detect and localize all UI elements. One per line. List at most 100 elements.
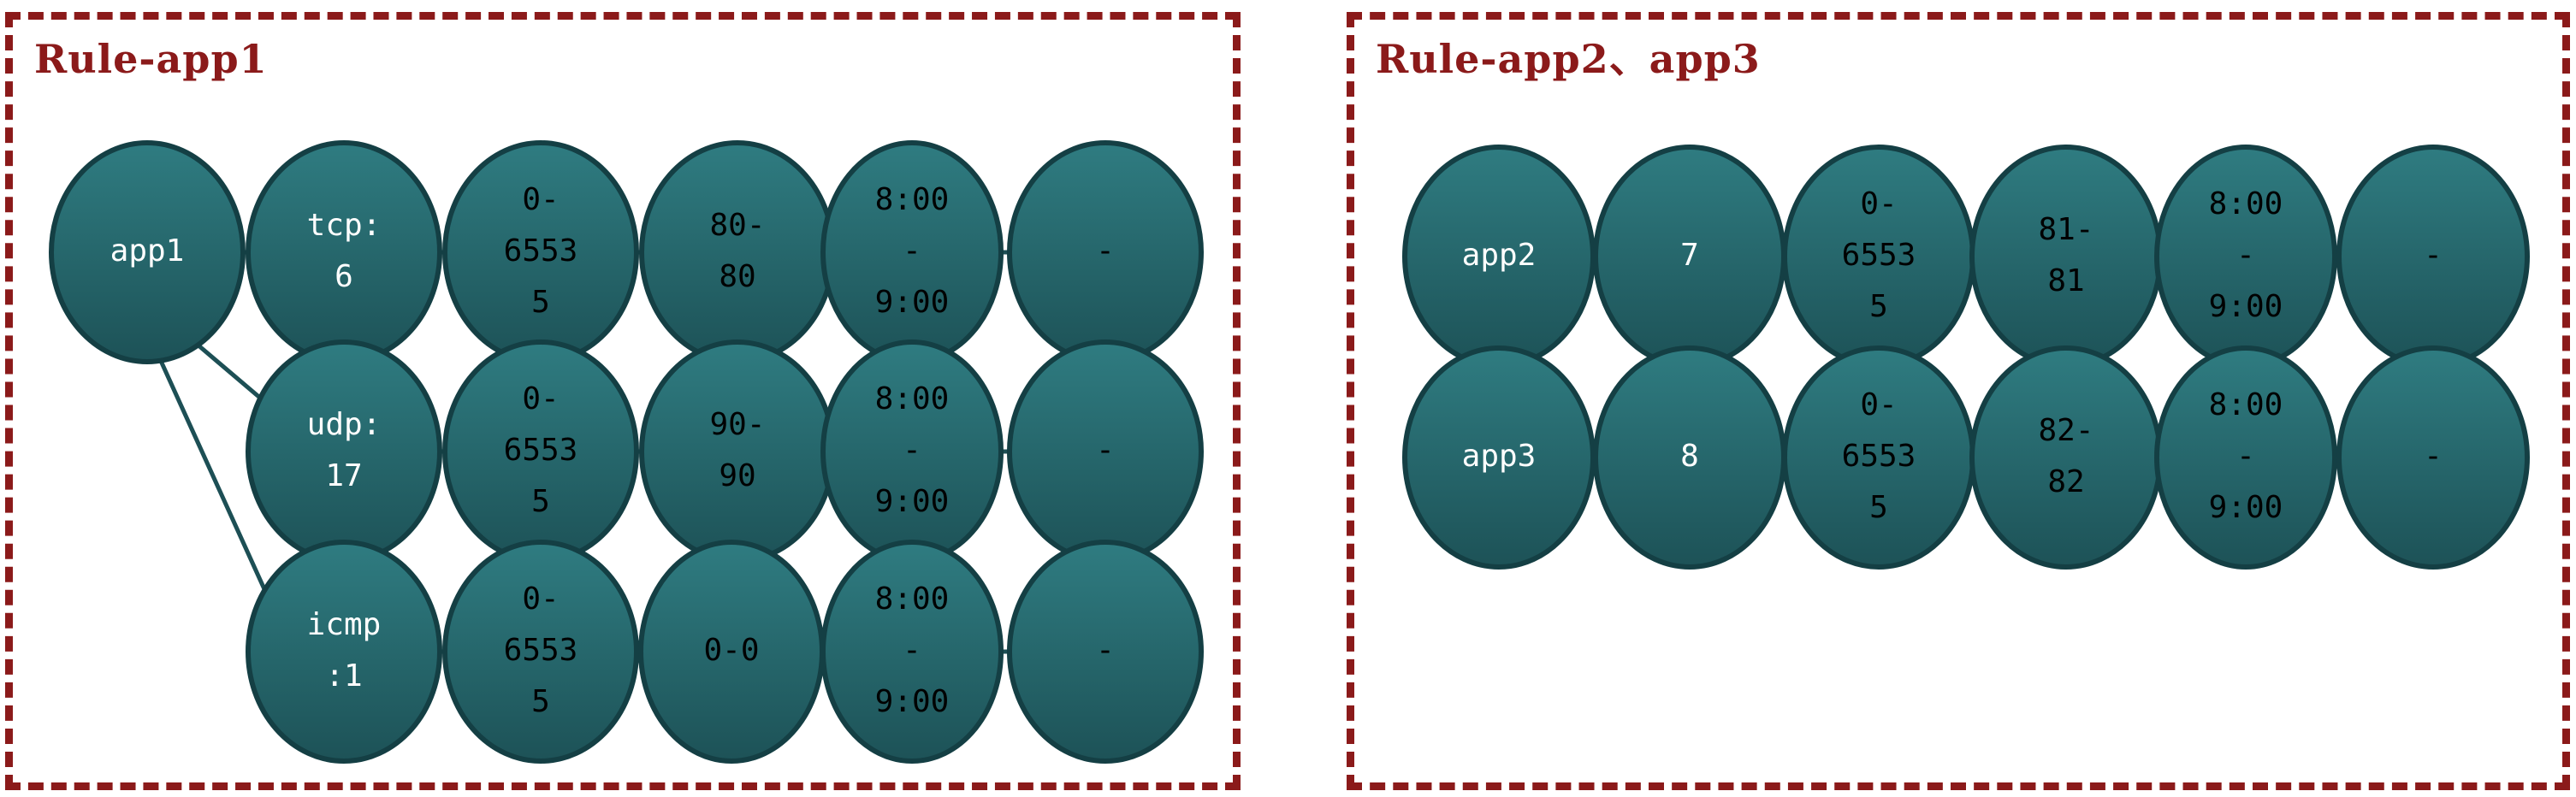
node-label-icmp-ports: 0-	[522, 582, 559, 617]
node-label-app3-end: -	[2424, 439, 2443, 474]
cluster-title-rule-app2-app3: Rule-app2、app3	[1376, 36, 1761, 82]
node-label-app2-ports: 0-	[1860, 186, 1897, 221]
node-shape-app2-dst[interactable]	[1969, 145, 2163, 369]
node-app3-proto[interactable]: 8	[1593, 345, 1786, 570]
node-label-icmp: :1	[325, 658, 362, 694]
node-shape-app3-time[interactable]	[2154, 345, 2337, 570]
node-label-icmp-time: 8:00	[875, 582, 950, 617]
node-label-app2-end: -	[2424, 238, 2443, 273]
node-label-udp-time: 8:00	[875, 381, 950, 416]
node-shape-udp-dst[interactable]	[639, 339, 836, 564]
node-label-tcp-ports: 0-	[522, 182, 559, 217]
node-label-tcp-time: 8:00	[875, 182, 950, 217]
node-label-udp-time: 9:00	[875, 484, 950, 519]
node-icmp-end[interactable]: -	[1007, 540, 1204, 764]
node-label-tcp-end: -	[1096, 233, 1115, 269]
node-shape-tcp[interactable]	[246, 140, 442, 364]
node-app2-end[interactable]: -	[2336, 145, 2530, 369]
node-label-udp: udp:	[307, 407, 382, 442]
node-label-app1: app1	[110, 233, 185, 269]
node-shape-udp[interactable]	[246, 339, 442, 564]
node-label-app3-time: -	[2236, 439, 2255, 474]
node-tcp-dst[interactable]: 80-80	[639, 140, 836, 364]
node-tcp-ports[interactable]: 0- 6553 5	[442, 140, 639, 364]
node-shape-app3-end[interactable]	[2336, 345, 2530, 570]
node-udp-ports[interactable]: 0- 6553 5	[442, 339, 639, 564]
node-app3-end[interactable]: -	[2336, 345, 2530, 570]
node-label-app2-time: 9:00	[2209, 289, 2283, 324]
node-label-tcp: tcp:	[307, 208, 382, 243]
node-icmp-dst[interactable]: 0-0	[638, 540, 825, 764]
node-label-app3-time: 8:00	[2209, 387, 2283, 422]
node-tcp-time[interactable]: 8:00-9:00	[820, 140, 1004, 364]
node-label-udp-ports: 6553	[504, 433, 578, 468]
node-app1[interactable]: app1	[49, 140, 246, 364]
node-label-app2: app2	[1462, 238, 1537, 273]
node-tcp-end[interactable]: -	[1007, 140, 1204, 364]
node-label-icmp-dst: 0-0	[703, 633, 759, 668]
node-label-icmp: icmp	[307, 607, 382, 642]
node-udp-end[interactable]: -	[1007, 339, 1204, 564]
nodes-group: app1tcp:60-6553580-808:00-9:00-udp:170-6…	[49, 140, 2530, 764]
node-label-tcp: 6	[335, 259, 353, 294]
node-label-app2-time: -	[2236, 238, 2255, 273]
node-icmp[interactable]: icmp :1	[246, 540, 442, 764]
node-label-tcp-dst: 80-	[709, 208, 765, 243]
node-label-app2-time: 8:00	[2209, 186, 2283, 221]
node-shape-app3-dst[interactable]	[1969, 345, 2163, 570]
node-shape-icmp-time[interactable]	[820, 540, 1004, 764]
node-label-udp-dst: 90-	[709, 407, 765, 442]
node-udp-dst[interactable]: 90-90	[639, 339, 836, 564]
node-app2-proto[interactable]: 7	[1593, 145, 1786, 369]
node-label-app3-ports: 6553	[1842, 439, 1916, 474]
cluster-title-rule-app1: Rule-app1	[34, 36, 268, 82]
node-label-app2-dst: 81-	[2038, 212, 2093, 247]
node-app2-dst[interactable]: 81-81	[1969, 145, 2163, 369]
node-app3-ports[interactable]: 0- 6553 5	[1782, 345, 1975, 570]
node-label-tcp-ports: 5	[531, 285, 550, 320]
node-label-app2-dst: 81	[2047, 263, 2084, 298]
node-label-udp-ports: 5	[531, 484, 550, 519]
node-label-icmp-time: -	[903, 633, 921, 668]
node-label-icmp-ports: 5	[531, 684, 550, 719]
node-app3-dst[interactable]: 82-82	[1969, 345, 2163, 570]
cluster-box-rule-app1	[5, 12, 1241, 790]
node-label-icmp-ports: 6553	[504, 633, 578, 668]
node-shape-tcp-dst[interactable]	[639, 140, 836, 364]
node-label-icmp-time: 9:00	[875, 684, 950, 719]
node-udp[interactable]: udp: 17	[246, 339, 442, 564]
node-label-app3-ports: 5	[1869, 490, 1888, 525]
node-label-app3-time: 9:00	[2209, 490, 2283, 525]
node-shape-icmp[interactable]	[246, 540, 442, 764]
node-label-udp-ports: 0-	[522, 381, 559, 416]
node-label-app2-ports: 6553	[1842, 238, 1916, 273]
node-icmp-time[interactable]: 8:00 - 9:00	[820, 540, 1004, 764]
node-udp-time[interactable]: 8:00-9:00	[820, 339, 1004, 564]
node-label-udp: 17	[325, 458, 362, 493]
node-tcp[interactable]: tcp: 6	[246, 140, 442, 364]
node-icmp-ports[interactable]: 0- 6553 5	[442, 540, 639, 764]
node-label-tcp-ports: 6553	[504, 233, 578, 269]
node-shape-app1[interactable]	[49, 140, 246, 364]
node-label-udp-end: -	[1096, 433, 1115, 468]
node-label-udp-dst: 90	[719, 458, 755, 493]
node-label-app3-proto: 8	[1680, 439, 1699, 474]
node-label-tcp-time: 9:00	[875, 285, 950, 320]
node-label-app2-proto: 7	[1680, 238, 1699, 273]
edge-app1-to-icmp	[158, 359, 271, 600]
node-label-app3-dst: 82-	[2038, 413, 2093, 448]
node-shape-icmp-end[interactable]	[1007, 540, 1204, 764]
node-app3-time[interactable]: 8:00 - 9:00	[2154, 345, 2337, 570]
node-label-icmp-end: -	[1096, 633, 1115, 668]
cluster-box-rule-app2-app3	[1347, 12, 2570, 790]
node-app2[interactable]: app2	[1402, 145, 1596, 369]
node-shape-icmp-ports[interactable]	[442, 540, 639, 764]
node-label-app3: app3	[1462, 439, 1537, 474]
node-app3[interactable]: app3	[1402, 345, 1596, 570]
node-label-app3-ports: 0-	[1860, 387, 1897, 422]
node-app2-time[interactable]: 8:00 - 9:00	[2154, 145, 2337, 369]
node-label-app3-dst: 82	[2047, 464, 2084, 499]
